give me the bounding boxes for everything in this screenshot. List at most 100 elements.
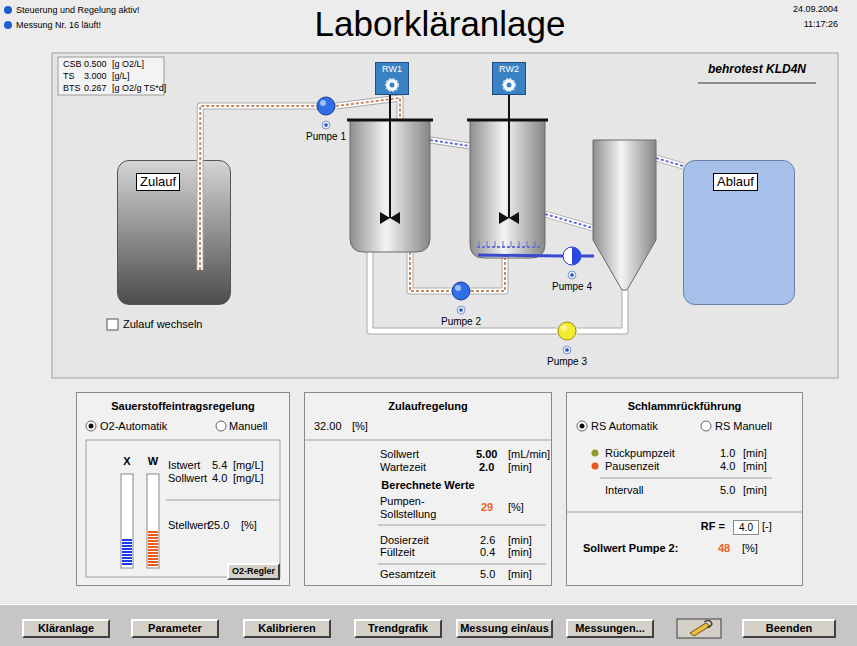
pipe-wall: [471, 258, 505, 291]
pump-led: [324, 123, 328, 127]
status-dot: [4, 6, 12, 14]
field-text: [min]: [508, 534, 532, 547]
bar-fill: [148, 561, 158, 563]
return-pipe: [370, 250, 557, 331]
plant-frame: [52, 53, 838, 378]
pipe-bore: [200, 106, 317, 160]
pump-highlight: [561, 325, 567, 331]
pipe-bore: [430, 140, 470, 146]
panel-ground: [566, 392, 803, 586]
pipe-flow: [199, 160, 201, 270]
gear-icon: [376, 76, 408, 94]
bar-fill: [122, 539, 132, 541]
pump-highlight: [320, 100, 326, 106]
separator: [166, 500, 280, 501]
stirrer-shaft: [389, 95, 391, 218]
pump-led: [568, 271, 576, 279]
push-button: Beenden: [742, 619, 836, 638]
storage-tank: Zulauf: [117, 160, 231, 305]
clarifier-tank: [593, 140, 656, 290]
field-text: TS: [63, 70, 75, 83]
field-text: Wartezeit: [380, 461, 426, 474]
bar-gauge: [147, 474, 159, 568]
field-text: Stellwert: [168, 519, 210, 532]
bar-fill: [148, 555, 158, 557]
field-text: behrotest KLD4N: [708, 63, 806, 76]
pump-led: [459, 308, 463, 312]
field-text: [min]: [743, 460, 767, 473]
value-text: 4.0: [739, 522, 753, 534]
field-text: [mg/L]: [233, 472, 264, 485]
field-text: [min]: [508, 461, 532, 474]
computed-value: 29: [481, 501, 493, 514]
push-button: Trendgrafik: [354, 619, 442, 638]
radio-button: [577, 421, 587, 431]
bar-fill: [148, 543, 158, 545]
diffuser-nozzle: [479, 241, 480, 247]
field-text: [g O2/L]: [112, 58, 144, 71]
field-text: [%]: [352, 420, 368, 433]
field-text: [mg/L]: [233, 459, 264, 472]
field-text: 25.0: [208, 519, 229, 532]
button-label: O2-Regler: [232, 565, 275, 578]
pump-highlight: [455, 285, 461, 291]
radio-button: [86, 421, 96, 431]
bar-fill: [122, 551, 132, 553]
button-label: Kalibrieren: [258, 622, 315, 635]
value-field: 4.0: [733, 520, 759, 535]
diffuser-nozzle: [503, 241, 504, 247]
control-panel: Zulaufregelung: [304, 392, 552, 586]
stirrer-blade: [499, 212, 519, 224]
bar-fill: [148, 540, 158, 542]
diffuser-nozzle: [535, 241, 536, 247]
pump-led: [457, 306, 465, 314]
separator: [567, 512, 802, 513]
field-text: [g/L]: [112, 70, 130, 83]
bar-fill: [148, 558, 158, 560]
separator: [378, 564, 546, 565]
pipe-flow: [200, 106, 317, 160]
pipe-wall: [410, 252, 451, 291]
pipe-bore: [545, 214, 593, 228]
field-text: Pausenzeit: [605, 460, 659, 473]
field-text: 4.0: [212, 472, 227, 485]
bar-fill: [148, 564, 158, 566]
field-text: 5.4: [212, 459, 227, 472]
button-bar: [0, 604, 857, 646]
status-led: [592, 450, 599, 457]
pipe-wall: [370, 250, 557, 331]
bar-fill: [122, 557, 132, 559]
diffuser-nozzle: [495, 241, 496, 247]
overflow-pipe: [656, 158, 683, 166]
bar-fill: [122, 542, 132, 544]
bar-fill: [148, 552, 158, 554]
pipe-flow: [410, 252, 451, 291]
pipe-bore: [370, 250, 557, 331]
bar-edge: [0, 604, 857, 605]
pump-label: Pumpe 2: [433, 316, 489, 328]
pump: Pumpe 2: [433, 280, 489, 330]
checkbox: [107, 319, 118, 330]
stirrer-motor: RW2: [492, 62, 526, 95]
field-text: 2.0: [479, 461, 494, 474]
pipe-bore: [577, 290, 625, 331]
bar-fill: [122, 545, 132, 547]
radio-dot: [89, 424, 94, 429]
tank-label: Ablauf: [713, 173, 758, 191]
motor-label: RW2: [493, 64, 525, 75]
field-text: [g O2/g TS*d]: [112, 82, 166, 95]
push-button: O2-Regler: [227, 563, 280, 580]
gear-icon: [493, 76, 525, 94]
pump-label: Pumpe 1: [298, 131, 354, 143]
stirrer-blade: [380, 212, 400, 224]
overflow-pipe: [430, 140, 470, 146]
bar-fill: [148, 549, 158, 551]
pump-body: [563, 247, 581, 265]
air-line: [581, 255, 594, 258]
push-button: Kalibrieren: [243, 619, 331, 638]
field-text: RS Manuell: [715, 420, 772, 433]
pipe-wall: [197, 160, 204, 270]
